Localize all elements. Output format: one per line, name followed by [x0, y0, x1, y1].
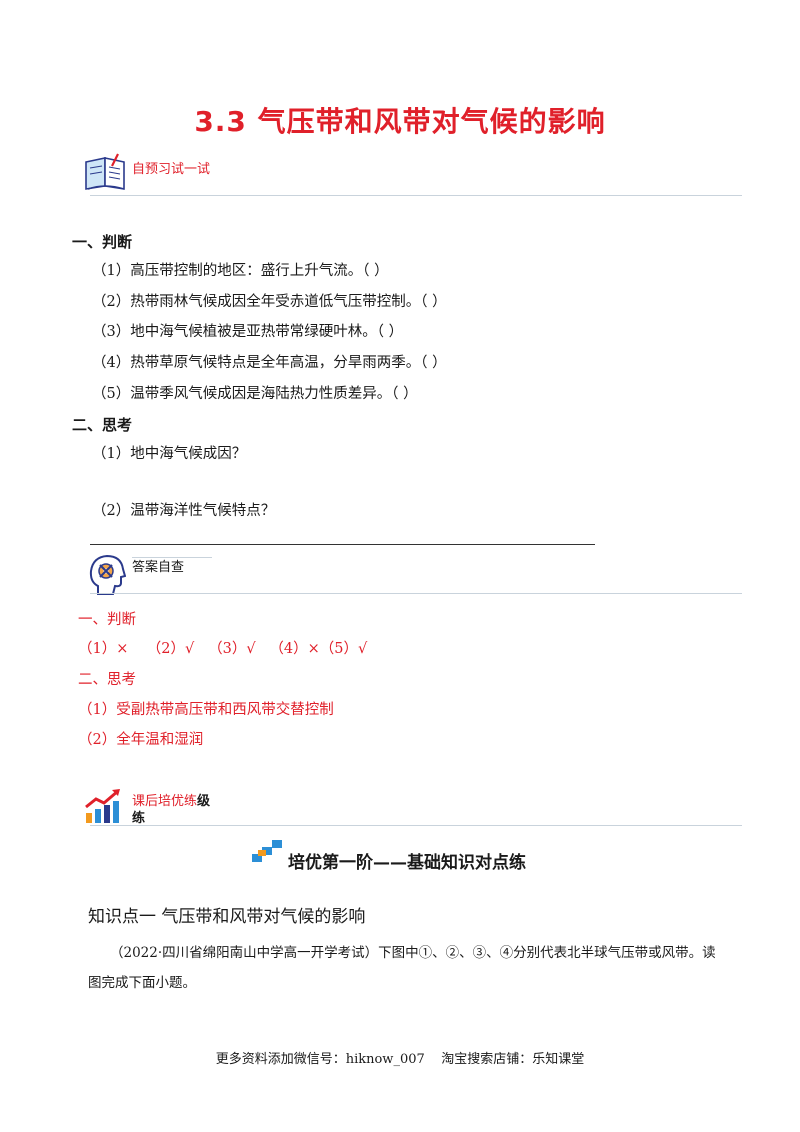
preview-divider — [90, 195, 742, 196]
answer-judge-heading: 一、判断 — [78, 612, 136, 628]
judge-item: （3）地中海气候植被是亚热带常绿硬叶林。（ ） — [92, 324, 404, 340]
page-title: 3.3 气压带和风带对气候的影响 — [194, 105, 606, 138]
judge-heading: 一、判断 — [72, 233, 133, 251]
growth-chart-icon — [84, 787, 124, 825]
question-intro-line2: 图完成下面小题。 — [88, 975, 196, 991]
preview-section-label: 自预习试一试 — [132, 162, 211, 177]
judge-item: （1）高压带控制的地区：盛行上升气流。（ ） — [92, 263, 389, 279]
think-item: （1）地中海气候成因？ — [92, 446, 247, 462]
tier-heading: 培优第一阶——基础知识对点练 — [288, 853, 526, 873]
think-item: （2）温带海洋性气候特点？ — [92, 503, 276, 519]
answer-think-heading: 二、思考 — [78, 672, 136, 688]
page-footer: 更多资料添加微信号：hiknow_007 淘宝搜索店铺：乐知课堂 — [215, 1052, 585, 1067]
practice-divider — [90, 825, 742, 826]
answer-think-item: （2）全年温和湿润 — [78, 732, 204, 748]
practice-label-part1: 课后培优练 — [132, 794, 198, 809]
judge-item: （2）热带雨林气候成因全年受赤道低气压带控制。（ ） — [92, 294, 447, 310]
answer-judge-values: （1）× （2）√ （3）√ （4）×（5）√ — [78, 641, 368, 657]
answer-label-underline — [132, 557, 212, 558]
answer-think-item: （1）受副热带高压带和西风带交替控制 — [78, 702, 334, 718]
judge-item: （5）温带季风气候成因是海陆热力性质差异。（ ） — [92, 386, 418, 402]
head-gear-icon — [88, 552, 127, 596]
book-icon — [84, 152, 128, 192]
answer-section-label: 答案自查 — [132, 560, 185, 575]
think-answer-line — [90, 544, 595, 545]
practice-label-part2: 级 — [197, 794, 211, 809]
knowledge-point-heading: 知识点一 气压带和风带对气候的影响 — [88, 907, 366, 927]
practice-label-part3: 练 — [132, 811, 146, 826]
judge-item: （4）热带草原气候特点是全年高温，分旱雨两季。（ ） — [92, 355, 447, 371]
steps-icon — [252, 838, 282, 864]
think-heading: 二、思考 — [72, 416, 133, 434]
practice-section-label: 课后培优练级 — [132, 790, 210, 809]
answer-divider — [90, 593, 742, 594]
question-intro-line1: （2022·四川省绵阳南山中学高一开学考试）下图中①、②、③、④分别代表北半球气… — [110, 945, 716, 961]
